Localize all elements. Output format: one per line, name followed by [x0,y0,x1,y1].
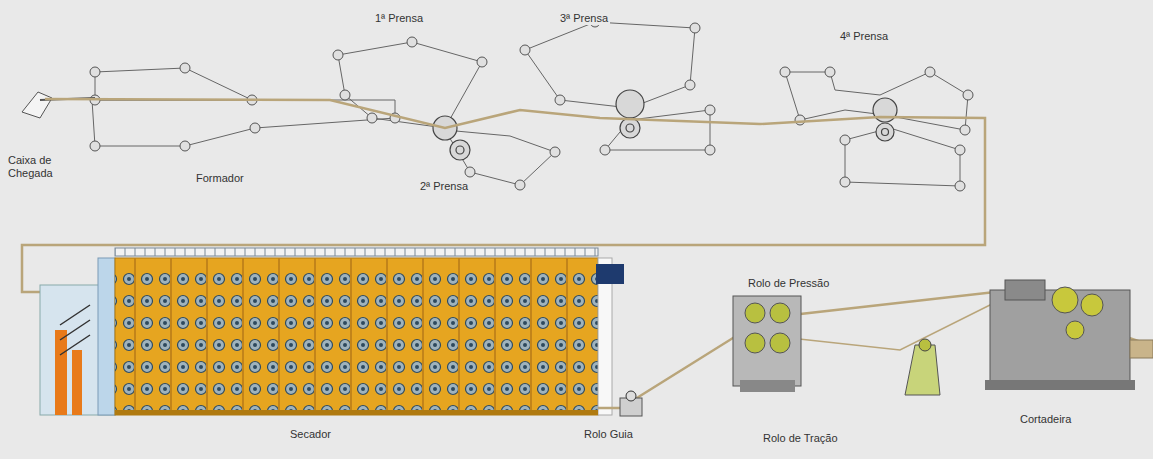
part-label: 1ª Prensa [373,12,425,25]
press-rolls [433,90,897,160]
felt-rolls [90,17,973,191]
part-label: Rolo de Pressão [746,277,831,290]
paper-web-return [790,300,1000,350]
guide-roll [620,391,642,416]
part-label: Formador [194,172,246,185]
dryer-section [40,248,624,415]
part-label: 2ª Prensa [418,180,470,193]
part-label: Rolo Guia [582,428,635,441]
part-label: Caixa de Chegada [6,154,66,180]
traction-roll [905,339,940,395]
head-box [22,92,95,118]
part-label: 3ª Prensa [558,12,610,25]
part-label: Rolo de Tração [761,432,840,445]
part-label: Secador [288,428,333,441]
cutter [985,280,1153,390]
part-label: Cortadeira [1018,413,1073,426]
part-label: 4ª Prensa [838,30,890,43]
press-roll-stand [733,296,801,392]
felt-loops [92,22,968,186]
